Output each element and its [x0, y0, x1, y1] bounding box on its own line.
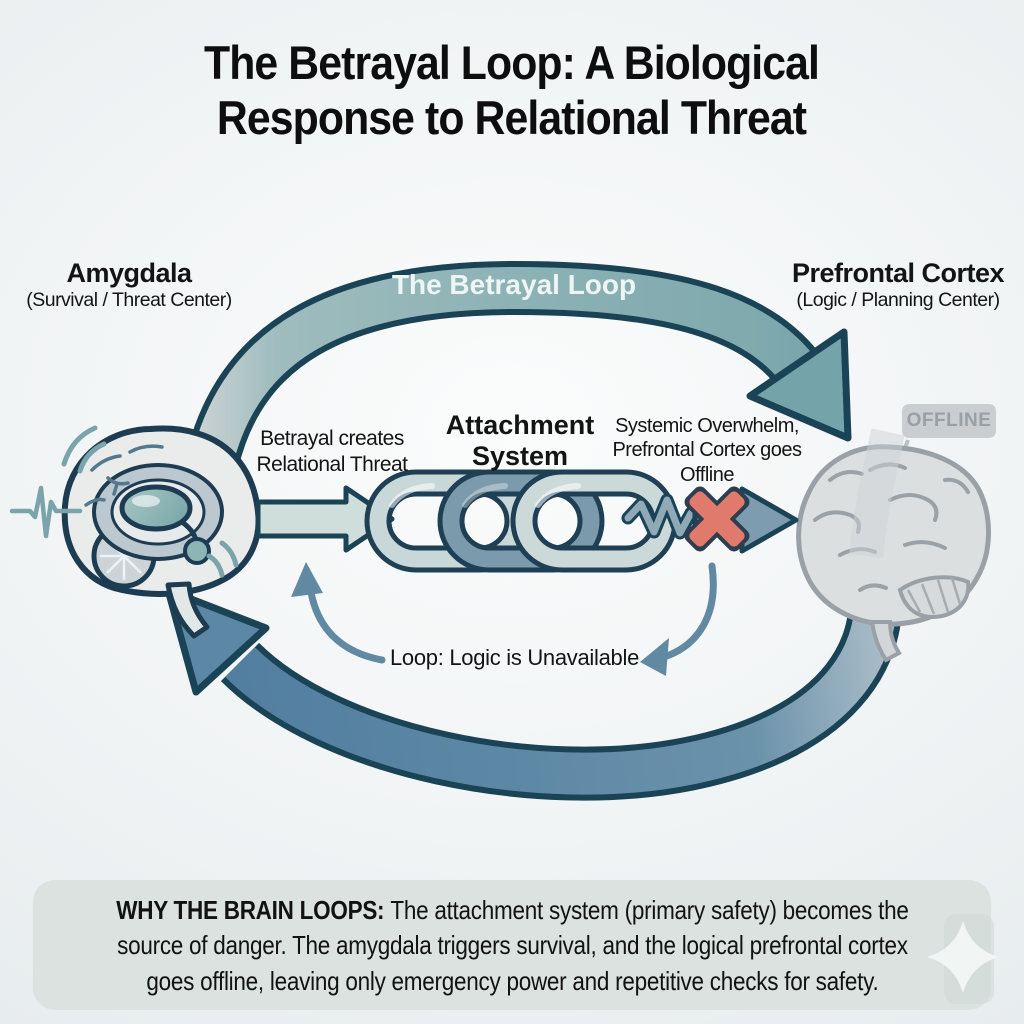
vibration-arcs-icon — [61, 425, 239, 578]
footer-explanation-text: WHY THE BRAIN LOOPS:The attachment syste… — [41, 893, 984, 999]
cerebellum-hatch — [906, 577, 962, 615]
amygdala-subtitle: (Survival / Threat Center) — [26, 289, 232, 312]
amygdala-name: Amygdala — [66, 258, 192, 288]
disconnect-x-icon — [684, 486, 750, 552]
betrayal-step-label: Betrayal creates Relational Threat — [256, 427, 408, 476]
loop-arrow-left-icon — [291, 562, 386, 664]
threat-arrow-icon — [255, 485, 395, 553]
offline-brain-icon — [796, 428, 991, 663]
overwhelm-arrow-icon — [621, 486, 799, 554]
attachment-system-label: Attachment System — [445, 410, 595, 472]
faded-loop-band-through-brain — [849, 428, 905, 558]
overwhelm-step-label: Systemic Overwhelm, Prefrontal Cortex go… — [612, 415, 802, 486]
footer-line1: The attachment system (primary safety) b… — [390, 895, 909, 925]
prefrontal-cortex-label: Prefrontal Cortex (Logic / Planning Cent… — [772, 258, 1024, 312]
footer-line3: goes offline, leaving only emergency pow… — [146, 965, 879, 996]
gyri-lines — [84, 444, 164, 507]
footer-explanation-box: WHY THE BRAIN LOOPS:The attachment syste… — [33, 880, 991, 1010]
loop-note-label: Loop: Logic is Unavailable — [389, 645, 640, 670]
cerebellum-lines — [100, 532, 148, 580]
prefrontal-cortex-name: Prefrontal Cortex — [791, 258, 1005, 288]
prefrontal-cortex-subtitle: (Logic / Planning Center) — [796, 289, 1000, 312]
footer-lead: WHY THE BRAIN LOOPS: — [116, 895, 385, 925]
chain-links-icon — [364, 469, 678, 573]
amygdala-label: Amygdala (Survival / Threat Center) — [0, 258, 258, 312]
offline-badge-leader-line — [876, 439, 910, 523]
page-title: The Betrayal Loop: A Biological Response… — [203, 36, 820, 144]
betrayal-loop-band-label: The Betrayal Loop — [391, 269, 637, 300]
footer-line2: source of danger. The amygdala triggers … — [117, 930, 908, 961]
grey-gyri-lines — [813, 462, 970, 592]
ekg-pulse-icon — [9, 485, 83, 539]
amygdala-brain-icon — [9, 425, 262, 639]
offline-status-badge: OFFLINE — [902, 404, 996, 438]
